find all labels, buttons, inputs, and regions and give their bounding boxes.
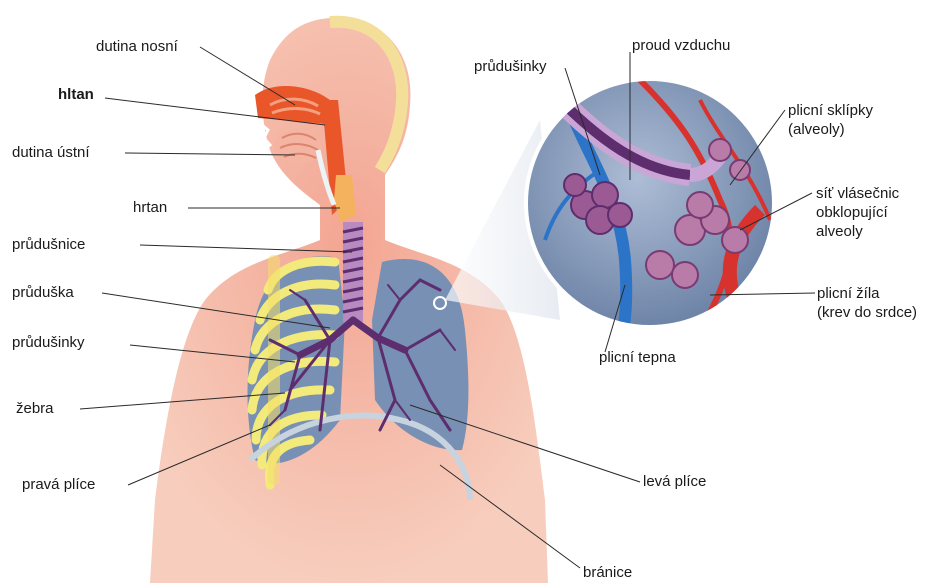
sternum-edge <box>268 255 280 485</box>
label-pulmonary-artery: plicní tepna <box>599 349 676 367</box>
label-ribs: žebra <box>16 400 54 418</box>
label-oral-cavity: dutina ústní <box>12 144 90 162</box>
trachea <box>343 222 363 322</box>
label-larynx: hrtan <box>133 199 167 217</box>
label-vein-line2: (krev do srdce) <box>817 303 917 322</box>
label-capillary-network: síť vlásečnic obklopující alveoly <box>816 184 899 241</box>
label-bronchioles: průdušinky <box>12 334 85 352</box>
label-nasal-cavity: dutina nosní <box>96 38 178 56</box>
label-capillary-line1: síť vlásečnic <box>816 184 899 203</box>
label-bronchioles-detail: průdušinky <box>474 58 547 76</box>
alveoli-detail-view <box>524 77 776 340</box>
label-bronchus: průduška <box>12 284 74 302</box>
label-right-lung: pravá plíce <box>22 476 95 494</box>
label-alveoli-line2: (alveoly) <box>788 120 873 139</box>
label-pharynx: hltan <box>58 86 94 104</box>
label-vein-line1: plicní žíla <box>817 284 917 303</box>
label-pulmonary-vein: plicní žíla (krev do srdce) <box>817 284 917 322</box>
label-diaphragm: bránice <box>583 564 632 582</box>
label-left-lung: levá plíce <box>643 473 706 491</box>
label-trachea: průdušnice <box>12 236 85 254</box>
label-capillary-line3: alveoly <box>816 222 899 241</box>
label-alveoli: plicní sklípky (alveoly) <box>788 101 873 139</box>
label-capillary-line2: obklopující <box>816 203 899 222</box>
label-airflow: proud vzduchu <box>632 37 730 55</box>
label-alveoli-line1: plicní sklípky <box>788 101 873 120</box>
